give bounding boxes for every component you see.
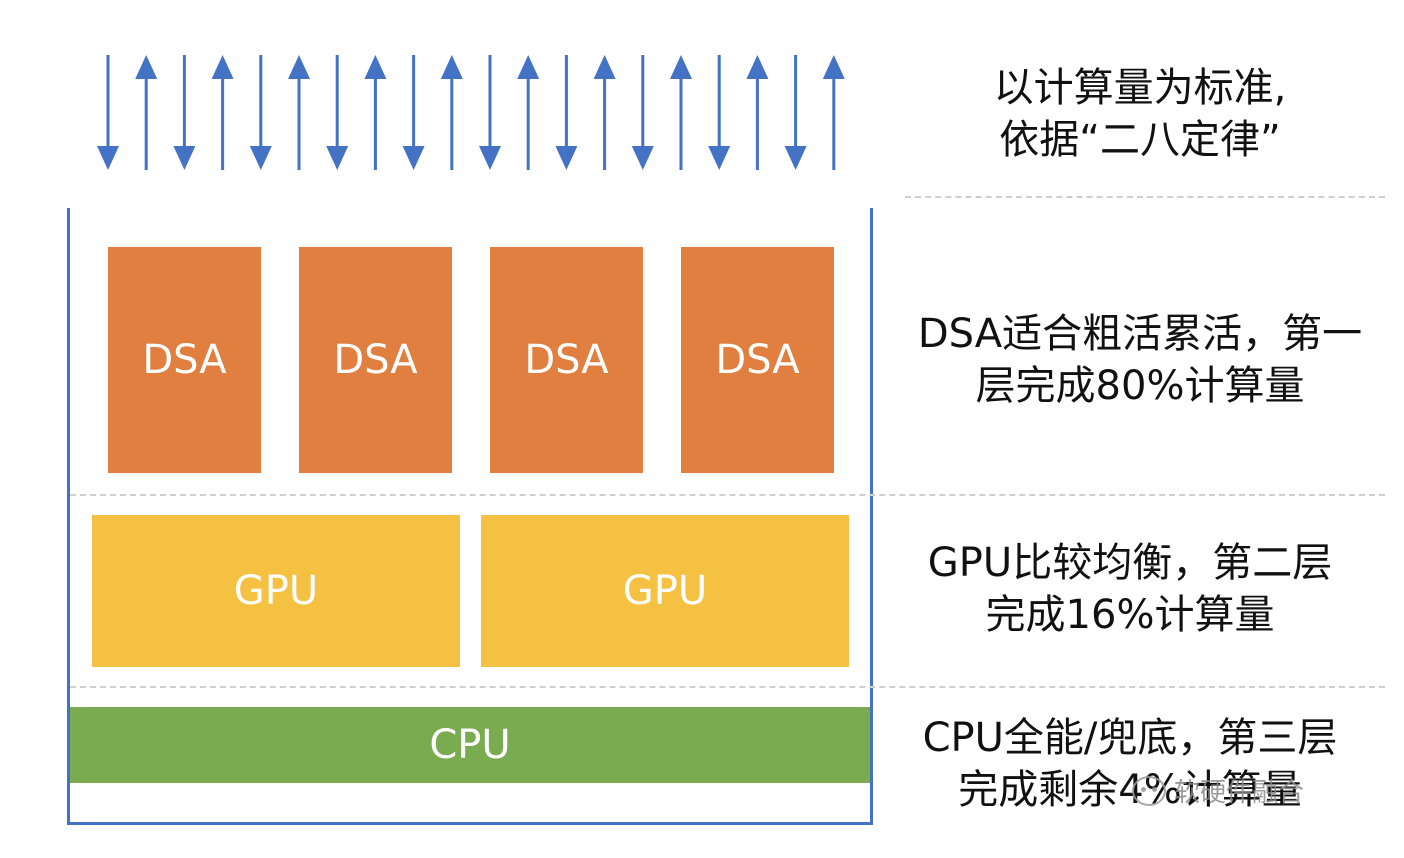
arrow-down-icon bbox=[631, 55, 654, 170]
arrow-up-icon bbox=[288, 55, 310, 170]
divider-gpu-cpu bbox=[70, 686, 1385, 688]
arrow-up-icon bbox=[364, 55, 387, 170]
gpu-label: GPU bbox=[622, 568, 708, 614]
watermark-text: 软硬件融合 bbox=[1174, 778, 1305, 808]
dsa-label: DSA bbox=[142, 337, 227, 383]
arrow-down-icon bbox=[402, 55, 425, 170]
arrow-up-icon bbox=[822, 55, 845, 170]
dsa-block: DSA bbox=[299, 247, 452, 473]
dsa-label: DSA bbox=[715, 337, 800, 383]
arrow-up-icon bbox=[440, 55, 463, 170]
container-bottom-edge bbox=[67, 822, 873, 825]
dsa-label: DSA bbox=[333, 337, 418, 383]
description-dsa: DSA适合粗活累活，第一 层完成80%计算量 bbox=[890, 308, 1390, 412]
cpu-label: CPU bbox=[429, 722, 511, 768]
gpu-block: GPU bbox=[92, 515, 460, 667]
watermark: 软硬件融合 bbox=[1132, 772, 1304, 809]
description-line: 层完成80%计算量 bbox=[975, 363, 1305, 409]
container-right-edge bbox=[870, 208, 873, 825]
arrow-down-icon bbox=[784, 55, 807, 170]
arrow-up-icon bbox=[746, 55, 769, 170]
arrow-down-icon bbox=[97, 55, 119, 170]
arrow-down-icon bbox=[249, 55, 272, 170]
description-line: CPU全能/兜底，第三层 bbox=[922, 715, 1338, 761]
arrow-up-icon bbox=[670, 55, 692, 170]
arrow-up-icon bbox=[211, 55, 234, 170]
dsa-block: DSA bbox=[490, 247, 643, 473]
wechat-icon bbox=[1132, 775, 1166, 806]
arrow-down-icon bbox=[326, 55, 349, 170]
description-line: 以计算量为标准, bbox=[993, 65, 1287, 111]
description-line: 完成16%计算量 bbox=[985, 592, 1275, 638]
divider-dsa-gpu bbox=[70, 494, 1385, 496]
gpu-label: GPU bbox=[233, 568, 319, 614]
dsa-block: DSA bbox=[681, 247, 834, 473]
arrow-row bbox=[97, 55, 845, 170]
description-line: 完成剩余4%计算量 bbox=[958, 767, 1302, 813]
cpu-block: CPU bbox=[70, 707, 870, 783]
description-line: 依据“二八定律” bbox=[999, 117, 1281, 163]
gpu-block: GPU bbox=[481, 515, 849, 667]
arrow-down-icon bbox=[555, 55, 578, 170]
dsa-label: DSA bbox=[524, 337, 609, 383]
arrow-down-icon bbox=[708, 55, 731, 170]
description-line: DSA适合粗活累活，第一 bbox=[917, 311, 1363, 357]
arrow-up-icon bbox=[517, 55, 540, 170]
container-left-edge bbox=[67, 208, 70, 825]
arrow-down-icon bbox=[173, 55, 196, 170]
description-top: 以计算量为标准, 依据“二八定律” bbox=[900, 62, 1380, 166]
arrow-up-icon bbox=[593, 55, 616, 170]
dsa-block: DSA bbox=[108, 247, 261, 473]
divider-top bbox=[905, 196, 1385, 198]
arrow-down-icon bbox=[479, 55, 501, 170]
description-gpu: GPU比较均衡，第二层 完成16%计算量 bbox=[890, 537, 1370, 641]
description-line: GPU比较均衡，第二层 bbox=[927, 540, 1333, 586]
arrow-up-icon bbox=[135, 55, 158, 170]
description-cpu: CPU全能/兜底，第三层 完成剩余4%计算量 bbox=[890, 712, 1370, 816]
